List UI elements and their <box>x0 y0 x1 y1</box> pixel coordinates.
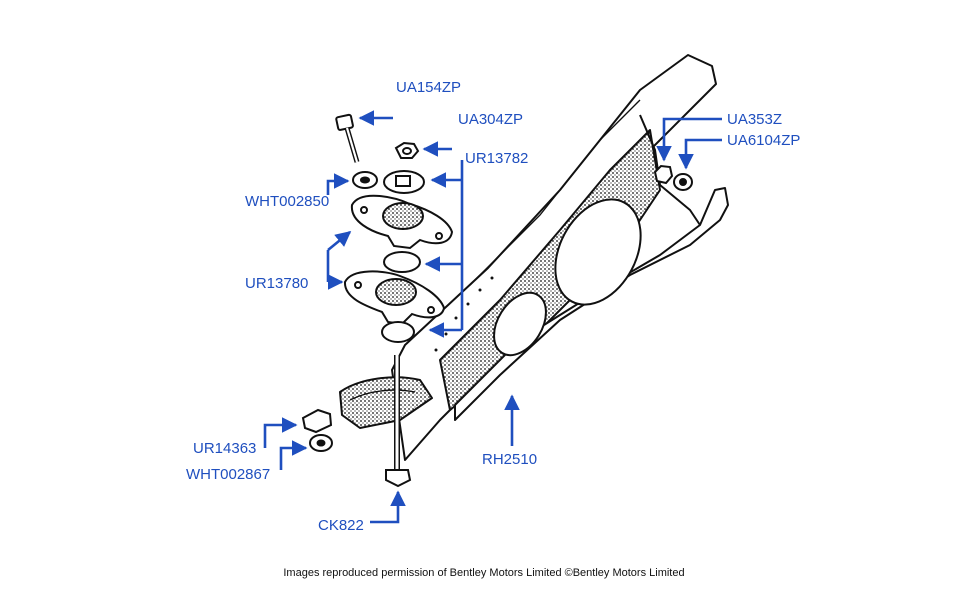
arrow-ua353z <box>656 117 722 162</box>
copyright-caption: Images reproduced permission of Bentley … <box>283 567 685 579</box>
lever-arm-drawing <box>339 54 729 461</box>
arrow-ua6104zp <box>678 138 722 170</box>
mounting-parts-drawing <box>301 113 693 488</box>
label-ua154zp: UA154ZP <box>396 79 462 96</box>
arrow-ur14363 <box>263 417 298 448</box>
nut-ua353z-shape <box>653 164 674 185</box>
label-wht002867: WHT002867 <box>186 466 271 483</box>
arrow-ck822 <box>370 490 406 524</box>
arrow-wht002867 <box>279 440 308 470</box>
arrow-wht002850 <box>326 173 350 195</box>
label-ua6104zp: UA6104ZP <box>727 132 801 149</box>
arrow-ur13780-1 <box>327 230 352 252</box>
label-rh2510: RH2510 <box>482 451 538 468</box>
bolt-ua154zp-shape <box>335 113 360 163</box>
bolt-ck822-shape <box>385 355 412 488</box>
label-ua304zp: UA304ZP <box>458 111 524 128</box>
plate-ur14363-shape <box>301 408 333 434</box>
label-wht002850: WHT002850 <box>245 193 330 210</box>
label-ur13782: UR13782 <box>465 150 529 167</box>
label-ck822: CK822 <box>318 517 364 534</box>
label-ur13780: UR13780 <box>245 275 309 292</box>
leader-arrows <box>263 110 722 524</box>
label-ur14363: UR14363 <box>193 440 257 457</box>
label-ua353z: UA353Z <box>727 111 783 128</box>
